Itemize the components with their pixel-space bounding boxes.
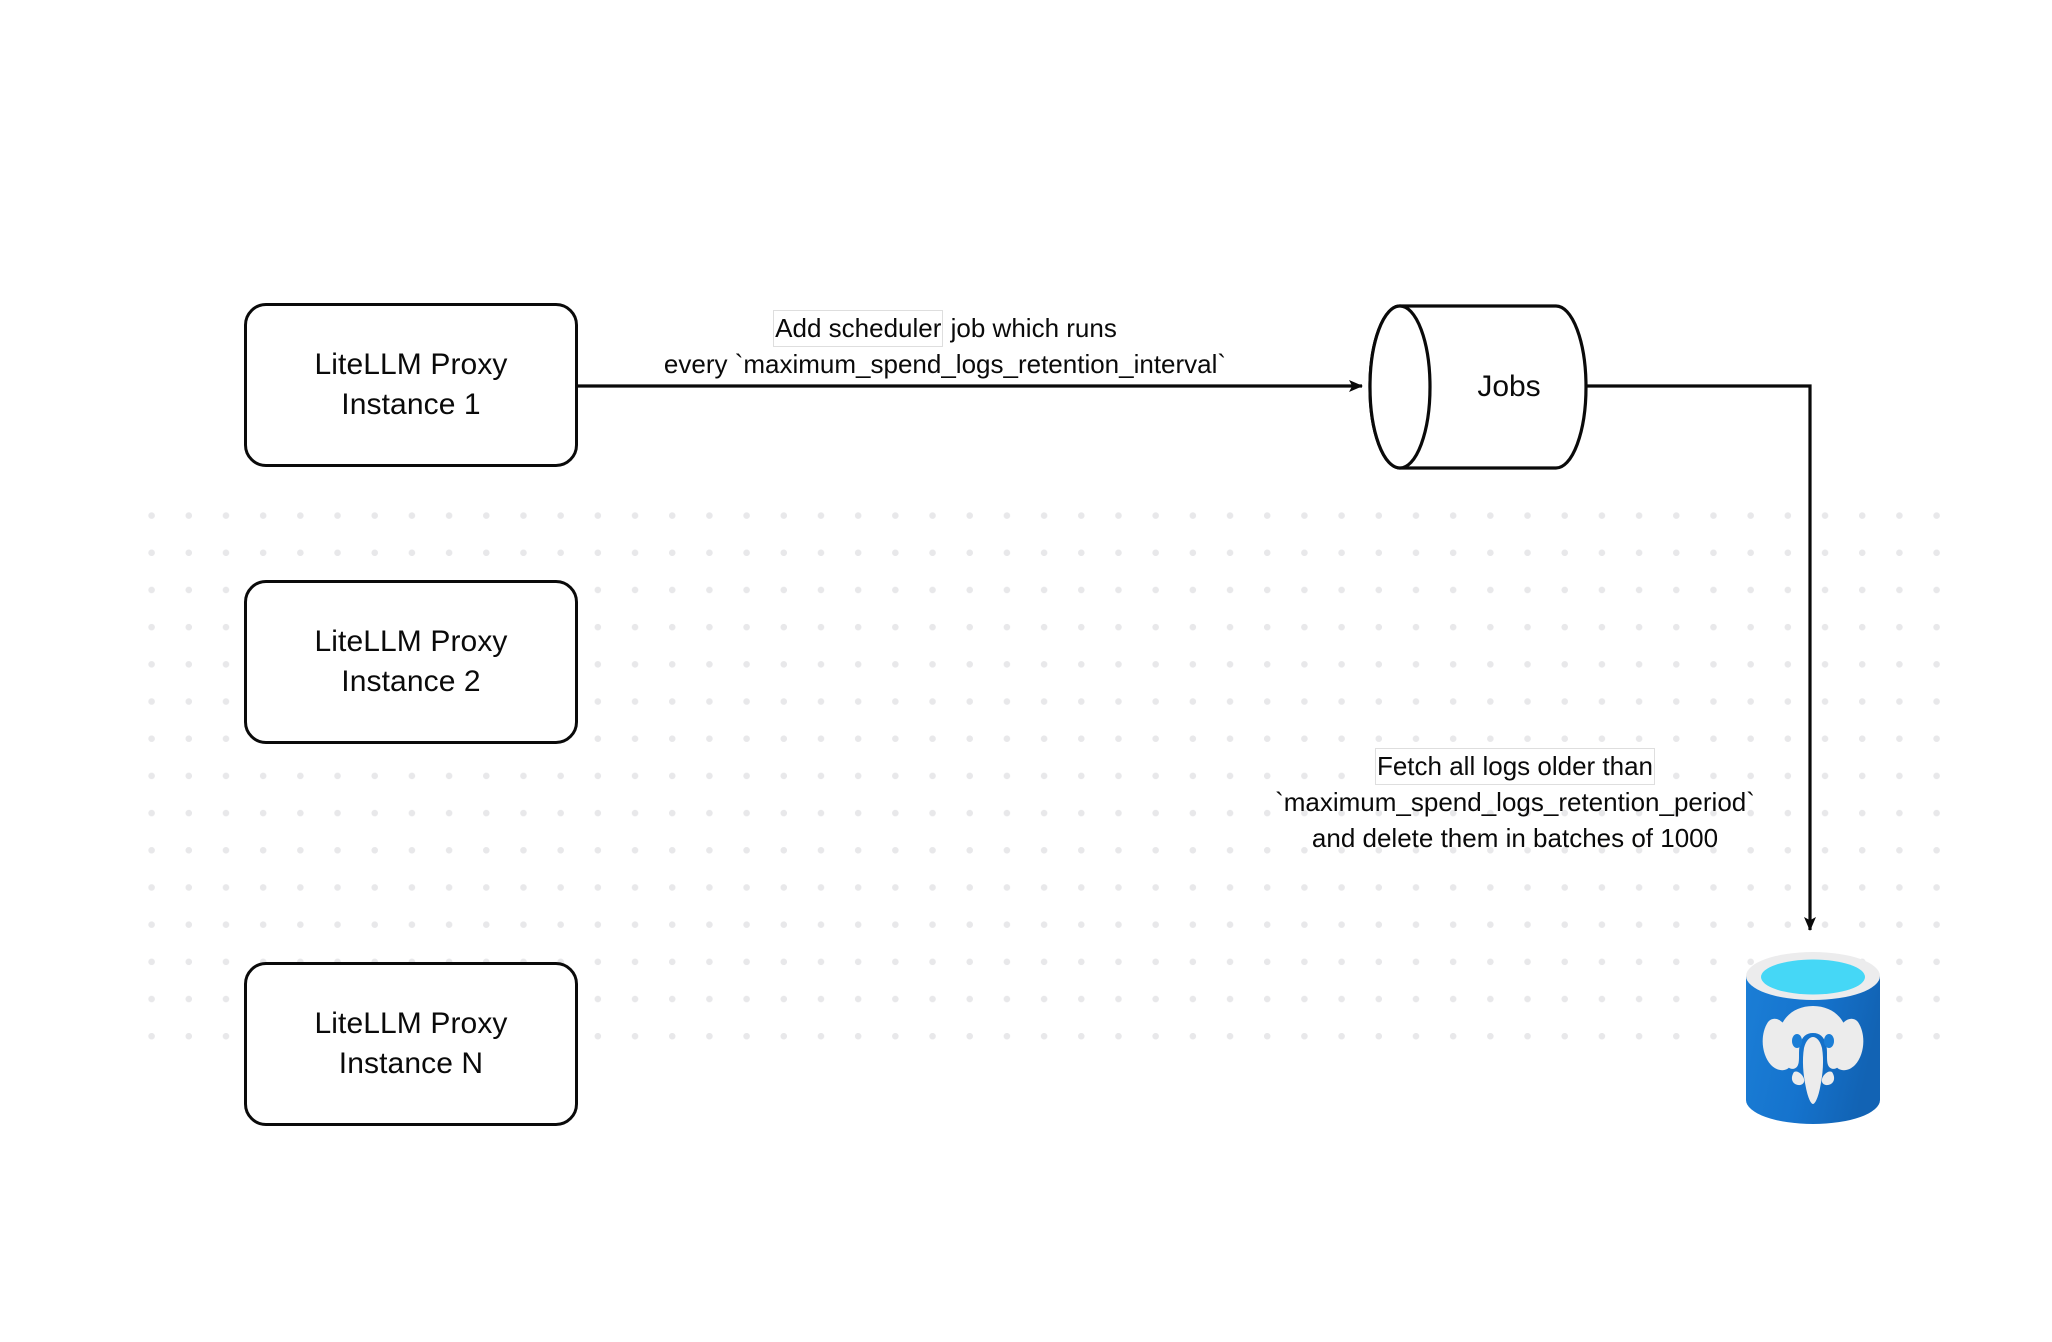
node-label-line1: LiteLLM Proxy <box>314 348 508 382</box>
postgresql-icon <box>1746 952 1880 1124</box>
node-label-line2: Instance 2 <box>341 665 481 698</box>
node-litellm-proxy-instance-1[interactable]: LiteLLM Proxy Instance 1 <box>244 303 578 467</box>
edge-label-line-2: every `maximum_spend_logs_retention_inte… <box>663 349 1227 380</box>
node-jobs-queue-cylinder[interactable]: Jobs <box>1368 303 1588 471</box>
node-label-line1: LiteLLM Proxy <box>314 1007 508 1041</box>
edge-label-line-1: Add scheduler job which runs <box>600 310 1290 348</box>
cylinder-shape-icon <box>1368 304 1588 470</box>
node-postgres-database[interactable] <box>1740 948 1886 1132</box>
edge-jobs-to-postgres <box>1586 384 1816 931</box>
node-label-line2: Instance N <box>338 1047 484 1080</box>
node-litellm-proxy-instance-2[interactable]: LiteLLM Proxy Instance 2 <box>244 580 578 744</box>
edge-label-line-2: `maximum_spend_logs_retention_period` <box>1275 787 1755 818</box>
node-label-line2: Instance 1 <box>341 388 481 421</box>
node-litellm-proxy-instance-n[interactable]: LiteLLM Proxy Instance N <box>244 962 578 1126</box>
edge-label-line-1: Fetch all logs older than <box>1230 748 1800 786</box>
edge-label-add-scheduler-job: Add scheduler job which runs every `maxi… <box>600 310 1290 383</box>
edge-label-fetch-and-delete-logs: Fetch all logs older than `maximum_spend… <box>1230 748 1800 856</box>
edge-label-highlight: Fetch all logs older than <box>1374 748 1656 786</box>
jobs-label: Jobs <box>1477 370 1541 403</box>
node-label-line1: LiteLLM Proxy <box>314 625 508 659</box>
edge-label-line1-rest: job which runs <box>943 313 1117 343</box>
edge-label-highlight: Add scheduler <box>773 310 944 348</box>
edge-label-line-3: and delete them in batches of 1000 <box>1311 822 1719 853</box>
